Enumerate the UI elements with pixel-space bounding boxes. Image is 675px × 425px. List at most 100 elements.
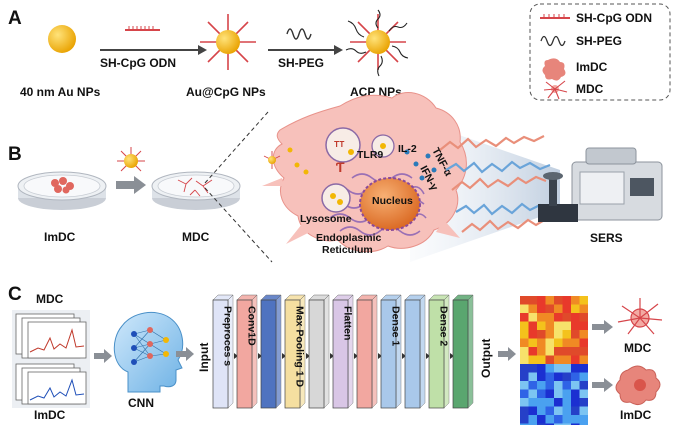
sers-instrument-icon	[538, 147, 663, 222]
heatmap-cell	[571, 321, 580, 330]
heatmap-cell	[537, 330, 546, 339]
layer-label: Dense 2	[438, 306, 450, 346]
heatmap-cell	[571, 398, 580, 407]
network-layer: Conv1D	[236, 294, 262, 409]
au-cpg-nanoparticle-icon	[200, 14, 256, 70]
imdc-cell-icon	[542, 58, 566, 81]
heatmap-cell	[520, 372, 529, 381]
peg-icon	[540, 35, 566, 47]
heatmap-cell	[579, 415, 588, 424]
au-cpg-label: Au@CpG NPs	[186, 85, 266, 99]
heatmap-cell	[537, 415, 546, 424]
heatmap-cell	[554, 321, 563, 330]
heatmap-cell	[545, 347, 554, 356]
heatmap-cell	[562, 338, 571, 347]
heatmap-cell	[520, 406, 529, 415]
imdc-spectra-stack-icon	[12, 362, 90, 408]
panel-a-label: A	[8, 8, 22, 29]
heatmap-cell	[562, 398, 571, 407]
heatmap-cell	[545, 415, 554, 424]
heatmap-cell	[554, 364, 563, 373]
result-mdc-cell-icon	[617, 298, 663, 335]
heatmap-cell	[571, 296, 580, 305]
heatmap-cell	[528, 389, 537, 398]
heatmap-cell	[528, 372, 537, 381]
network-layer	[452, 294, 474, 409]
heatmap-cell	[579, 347, 588, 356]
layer-label: Conv1D	[246, 306, 258, 346]
heatmap-cell	[520, 415, 529, 424]
heatmap-cell	[554, 372, 563, 381]
heatmap-cell	[554, 415, 563, 424]
heatmap-cell	[579, 364, 588, 373]
nucleus-icon	[359, 177, 421, 231]
petri-dish-imdc	[17, 171, 107, 210]
heatmap-cell	[520, 321, 529, 330]
spectra-imdc-label: ImDC	[34, 408, 66, 422]
heatmap-cell	[528, 355, 537, 364]
heatmap-cell	[571, 338, 580, 347]
nucleus-label: Nucleus	[372, 195, 413, 207]
brain-network-icon	[113, 311, 184, 393]
heatmap-cell	[545, 304, 554, 313]
heatmap-cell	[579, 338, 588, 347]
arrow-result-bottom-icon	[592, 378, 613, 392]
heatmap-cell	[545, 389, 554, 398]
network-layer	[260, 294, 286, 409]
step1-label: SH-CpG ODN	[100, 56, 176, 70]
heatmap-cell	[554, 330, 563, 339]
heatmap-cell	[562, 347, 571, 356]
heatmap-cell	[537, 398, 546, 407]
heatmap-cell	[528, 347, 537, 356]
acp-nps-label: ACP NPs	[350, 85, 402, 99]
petri-dish-mdc	[151, 171, 241, 210]
heatmap-cell	[579, 321, 588, 330]
heatmap-cell	[571, 389, 580, 398]
layer-label: Max Pooling 1 D	[294, 306, 306, 388]
heatmap-cell	[579, 398, 588, 407]
heatmap-cell	[579, 330, 588, 339]
heatmap-cell	[520, 313, 529, 322]
arrow-to-heatmap-icon	[498, 347, 516, 361]
network-layer: Max Pooling 1 D	[284, 294, 310, 409]
arrow-to-input-icon	[176, 347, 194, 361]
heatmap-cell	[579, 296, 588, 305]
heatmap-cell	[537, 372, 546, 381]
arrow-cpg-step-icon	[100, 26, 207, 55]
network-layer	[404, 294, 430, 409]
il2-label: IL-2	[398, 143, 417, 155]
network-layer: Flatten	[332, 294, 358, 409]
sers-label: SERS	[590, 231, 623, 245]
heatmap-cell	[528, 381, 537, 390]
heatmap-cell	[528, 330, 537, 339]
heatmap-cell	[554, 406, 563, 415]
heatmap-cell	[537, 406, 546, 415]
heatmap-cell	[528, 313, 537, 322]
heatmap-cell	[562, 372, 571, 381]
heatmap-cell	[520, 389, 529, 398]
legend-cpg-label: SH-CpG ODN	[576, 11, 652, 25]
heatmap-cell	[571, 347, 580, 356]
heatmap-cell	[528, 304, 537, 313]
heatmap-cell	[528, 296, 537, 305]
layer-arrow-icon	[258, 353, 262, 359]
network-layer	[308, 294, 334, 409]
heatmap-cell	[528, 398, 537, 407]
arrow-result-top-icon	[592, 320, 613, 334]
heatmap-cell	[554, 296, 563, 305]
er-label-line2: Reticulum	[322, 244, 373, 256]
heatmap-cell	[545, 296, 554, 305]
tlr9-label: TLR9	[357, 149, 383, 161]
heatmap-cell	[562, 355, 571, 364]
heatmap-cell	[528, 338, 537, 347]
layer-arrow-icon	[282, 353, 286, 359]
legend-peg-label: SH-PEG	[576, 34, 622, 48]
er-label-line1: Endoplasmic	[316, 232, 382, 244]
heatmap-cell	[537, 381, 546, 390]
heatmap-cell	[579, 304, 588, 313]
heatmap-cell	[520, 398, 529, 407]
heatmap-cell	[562, 406, 571, 415]
heatmap-cell	[545, 330, 554, 339]
tlr9-receptor-icon: Ƭ	[336, 159, 345, 175]
